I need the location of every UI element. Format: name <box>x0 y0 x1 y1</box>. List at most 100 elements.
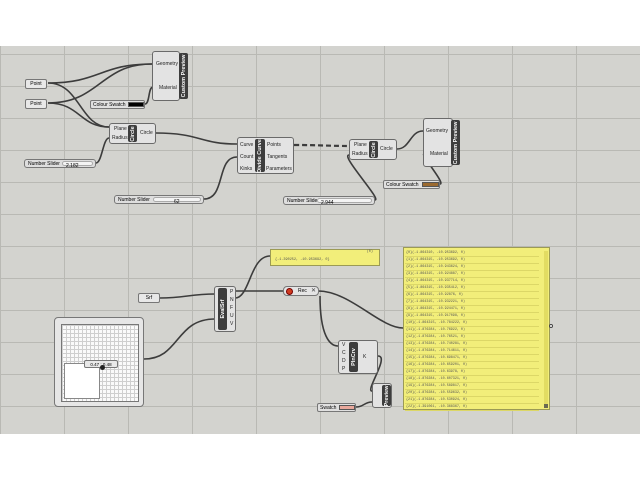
number-slider-3[interactable]: Number Slider 2.944 <box>283 196 375 206</box>
record-clear-icon[interactable]: ✕ <box>310 288 316 294</box>
slider-3-track[interactable]: 2.944 <box>317 198 372 206</box>
panel-row: {8}(-1.864315, -10.924471, 0) <box>405 306 539 313</box>
custom-preview-2[interactable]: Geometry Material Custom Preview <box>423 118 460 167</box>
panel-row: {5}(-1.864315, -10.935412, 0) <box>405 285 539 292</box>
plncrv-p: P <box>342 366 346 372</box>
dc-kinks-label: Kinks <box>240 166 253 172</box>
md-slider-handle[interactable] <box>100 365 105 370</box>
evalsrf-title: EvalSrf <box>219 299 226 319</box>
wire-point-a-geometry <box>47 63 153 84</box>
panel-row: {6}(-1.864315, -10.92876, 0) <box>405 292 539 299</box>
evalsrf-p: P <box>230 289 234 295</box>
panel-row: {16}(-1.876284, -10.659201, 0) <box>405 362 539 369</box>
wire-evalsrf-panel <box>234 255 271 299</box>
plncrv-title: PlnCrv <box>350 348 357 366</box>
c2-circle-out-label: Circle <box>380 146 393 152</box>
record-label: Rec <box>298 288 307 294</box>
number-slider-1[interactable]: Number Slider 2.182 <box>24 159 96 169</box>
dc-parameters-label: Parameters <box>266 166 292 172</box>
plncrv-c: C <box>342 350 346 356</box>
point-param-b[interactable]: Point <box>25 99 47 109</box>
c2-plane-label: Plane <box>354 142 367 148</box>
panel-row: {15}(-1.876284, -10.698471, 0) <box>405 355 539 362</box>
panel-row: {12}(-1.876284, -10.76521, 0) <box>405 334 539 341</box>
md-slider[interactable]: 0.47 ; 0.48 <box>54 317 144 407</box>
wire-point-b-circle <box>47 102 110 128</box>
plncrv-v: V <box>342 342 346 348</box>
slider-3-label: Number Slider <box>287 198 319 204</box>
small-panel-header: (0) <box>366 250 373 254</box>
colour-swatch-2-label: Colour Swatch <box>386 182 419 188</box>
wire-slider2-count <box>203 156 238 200</box>
record-dot-icon[interactable] <box>286 288 293 295</box>
c1-radius-label: Radius <box>112 135 128 141</box>
panel-row: {9}(-1.864315, -10.917098, 0) <box>405 313 539 320</box>
big-output-panel[interactable]: {0}(-1.864310, -10.953692, 0){1}(-1.8643… <box>403 247 550 411</box>
wire-slider3-radius <box>346 154 377 201</box>
cp1-title: Custom Preview <box>180 54 187 98</box>
md-slider-area[interactable]: 0.47 ; 0.48 <box>61 324 139 402</box>
wire-swatch3-preview <box>355 401 373 408</box>
point-param-a[interactable]: Point <box>25 79 47 89</box>
slider-1-value: 2.182 <box>66 163 79 169</box>
colour-swatch-2[interactable]: Colour Swatch <box>383 180 440 189</box>
evalsrf-component[interactable]: EvalSrf P N F U V <box>214 286 236 332</box>
colour-swatch-1[interactable]: Colour Swatch <box>90 100 145 109</box>
c2-title: Circle <box>370 141 377 158</box>
wires <box>47 63 442 408</box>
panel-row: {17}(-1.876284, -10.63978, 0) <box>405 369 539 376</box>
plncrv-component[interactable]: V C D P PlnCrv K <box>338 340 378 374</box>
dc-count-label: Count <box>240 154 254 160</box>
grasshopper-canvas[interactable]: Point Point Geometry Material Custom Pre… <box>0 46 640 434</box>
wire-srf-evalsrf <box>159 293 216 299</box>
panel-resize-icon[interactable] <box>544 404 548 408</box>
dc-title: Divide Curve <box>257 138 263 173</box>
wire-bigpanel-plncrv <box>319 295 339 347</box>
swatch-3-chip[interactable] <box>339 405 355 410</box>
circle-component-1[interactable]: Plane Radius Circle Circle <box>109 123 156 144</box>
evalsrf-u: U <box>230 313 234 319</box>
panel-row: {22}(-1.391061, -10.368367, 0) <box>405 404 539 411</box>
slider-2-track[interactable]: 62 <box>153 197 201 205</box>
evalsrf-v: V <box>230 321 234 327</box>
surface-param[interactable]: Srf <box>138 293 160 303</box>
md-slider-box <box>64 363 100 399</box>
panel-row: {2}(-1.864315, -10.943624, 0) <box>405 264 539 271</box>
panel-row: {18}(-1.876284, -10.607321, 0) <box>405 376 539 383</box>
panel-row: {10}(-1.864315, -10.784222, 0) <box>405 320 539 327</box>
panel-row: {0}(-1.864310, -10.953692, 0) <box>405 250 539 257</box>
dc-curve-label: Curve <box>240 142 254 148</box>
c1-circle-out-label: Circle <box>140 130 153 136</box>
number-slider-2[interactable]: Number Slider 62 <box>114 195 204 205</box>
custom-preview-1[interactable]: Geometry Material Custom Preview <box>152 51 188 101</box>
wire-points-dashed <box>293 143 350 148</box>
wire-rec-bigpanel <box>317 290 404 329</box>
slider-2-value: 62 <box>174 199 180 205</box>
swatch-3[interactable]: Swatch <box>317 403 356 412</box>
panel-row: {19}(-1.876284, -10.589817, 0) <box>405 383 539 390</box>
panel-row: {20}(-1.876284, -10.559632, 0) <box>405 390 539 397</box>
wire-mdslider-evalsrf <box>143 318 216 360</box>
cp1-material-label: Material <box>159 85 177 91</box>
wire-circle-curve <box>155 132 238 145</box>
panel-output-grip[interactable] <box>549 324 553 328</box>
wire-slider-radius <box>95 137 110 164</box>
small-panel-text: {-1.390252, -10.953692, 0} <box>275 258 330 262</box>
panel-scrollbar[interactable] <box>544 251 548 406</box>
circle-component-2[interactable]: Plane Radius Circle Circle <box>349 139 397 160</box>
colour-swatch-1-chip[interactable] <box>128 102 144 107</box>
colour-swatch-2-chip[interactable] <box>422 182 439 187</box>
panel-row: {4}(-1.864315, -10.937714, 0) <box>405 278 539 285</box>
small-output-panel[interactable]: (0) {-1.390252, -10.953692, 0} <box>270 249 380 266</box>
slider-2-label: Number Slider <box>118 197 150 203</box>
wire-point-b-geometry <box>47 63 153 104</box>
wire-circle2-preview <box>396 130 424 150</box>
record-toggle[interactable]: Rec ✕ <box>283 286 319 296</box>
slider-3-value: 2.944 <box>321 200 334 206</box>
panel-row: {13}(-1.876284, -10.740281, 0) <box>405 341 539 348</box>
plncrv-d: D <box>342 358 346 364</box>
divide-curve-component[interactable]: Curve Count Kinks Divide Curve Points Ta… <box>237 137 294 174</box>
evalsrf-n: N <box>230 297 234 303</box>
preview-component[interactable]: Preview <box>372 383 392 408</box>
slider-1-track[interactable]: 2.182 <box>62 161 93 169</box>
